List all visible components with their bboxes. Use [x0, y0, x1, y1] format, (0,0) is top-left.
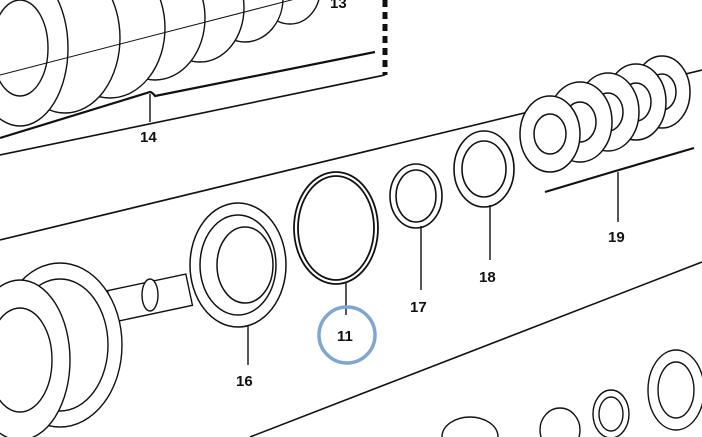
bracket-14: [0, 50, 376, 140]
label-14: 14: [140, 129, 157, 146]
spring-washers-group-19: [519, 55, 691, 173]
label-17: 17: [410, 299, 427, 316]
highlight-circle-11: [317, 305, 377, 365]
label-11: 11: [337, 328, 353, 345]
seal-part-18: [453, 130, 515, 208]
lower-bearing-assembly: [441, 349, 702, 437]
ring-part-17: [389, 163, 443, 229]
o-ring-part-11: [293, 171, 379, 285]
label-19: 19: [608, 229, 625, 246]
label-16: 16: [236, 373, 253, 390]
label-13: 13: [330, 0, 347, 12]
clutch-plates-group-14: [0, 0, 320, 127]
gear-shaft-assembly: [0, 262, 194, 437]
bearing-part-16: [189, 202, 287, 328]
bracket-19: [544, 146, 695, 194]
label-18: 18: [479, 269, 496, 286]
